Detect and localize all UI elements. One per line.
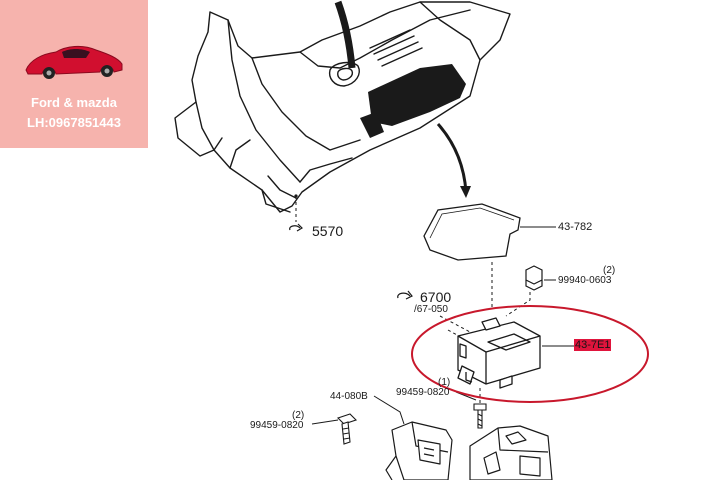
sports-car-icon xyxy=(25,45,123,79)
leader-67050 xyxy=(439,315,471,333)
highlight-circle xyxy=(411,305,649,403)
center-console-outline xyxy=(191,1,511,213)
ref-label-6700: 6700 xyxy=(420,289,452,305)
console-cavity-notch xyxy=(360,112,384,138)
part-label-99459-0820-left: 99459-0820 xyxy=(250,420,304,431)
ref-label-67-050: /67-050 xyxy=(414,304,448,315)
qty-label-99940: (2) xyxy=(603,265,616,276)
console-vent-1 xyxy=(369,29,423,67)
leader-dot-5570 xyxy=(294,194,298,198)
bracket-44-080B xyxy=(385,421,453,480)
qty-label-99459-left: (2) xyxy=(292,410,305,421)
bolt-99459-right xyxy=(473,403,487,429)
arrow-right-curve xyxy=(436,123,468,193)
console-inner-line-2 xyxy=(251,57,361,151)
brand-name: Ford & mazda xyxy=(31,95,117,110)
part-label-43-7E1: 43-7E1 xyxy=(574,339,612,351)
arrow-right-head xyxy=(460,186,471,198)
part-label-99459-0820-right: 99459-0820 xyxy=(396,387,450,398)
part-43-782-edge xyxy=(429,207,515,239)
console-cavity xyxy=(368,64,466,126)
highlighted-part-number: 43-7E1 xyxy=(574,339,612,351)
nut-99940-0603 xyxy=(525,265,543,291)
part-label-44-080B: 44-080B xyxy=(330,391,368,402)
console-cupholder xyxy=(328,61,360,87)
console-left-panel xyxy=(174,101,215,157)
console-front-grip xyxy=(299,157,353,183)
part-label-99940-0603: 99940-0603 xyxy=(558,275,612,286)
ref-symbol-6700-icon xyxy=(397,290,413,300)
part-43-782-pad xyxy=(423,203,521,261)
arrow-top-curve xyxy=(334,0,356,69)
bolt-99459-left xyxy=(336,413,358,445)
console-rear-edge xyxy=(419,1,481,61)
console-lower-detail xyxy=(213,137,251,169)
ref-symbol-5570-icon xyxy=(289,223,303,232)
leader-99940 xyxy=(505,292,531,317)
console-cupholder-rim xyxy=(337,67,354,81)
lower-right-assembly xyxy=(469,425,553,480)
console-top-edge xyxy=(299,9,471,69)
ref-label-5570: 5570 xyxy=(312,223,344,239)
leader-44-080B xyxy=(373,395,405,425)
qty-label-99459-right: (1) xyxy=(438,377,451,388)
brand-phone: LH:0967851443 xyxy=(27,115,121,130)
console-side-detail xyxy=(261,175,297,213)
leader-99459-left xyxy=(311,419,339,425)
module-43-7E1 xyxy=(457,317,541,389)
part-label-43-782: 43-782 xyxy=(558,221,593,233)
brand-banner: Ford & mazda LH:0967851443 xyxy=(0,0,148,148)
console-inner-line-1 xyxy=(227,19,301,183)
